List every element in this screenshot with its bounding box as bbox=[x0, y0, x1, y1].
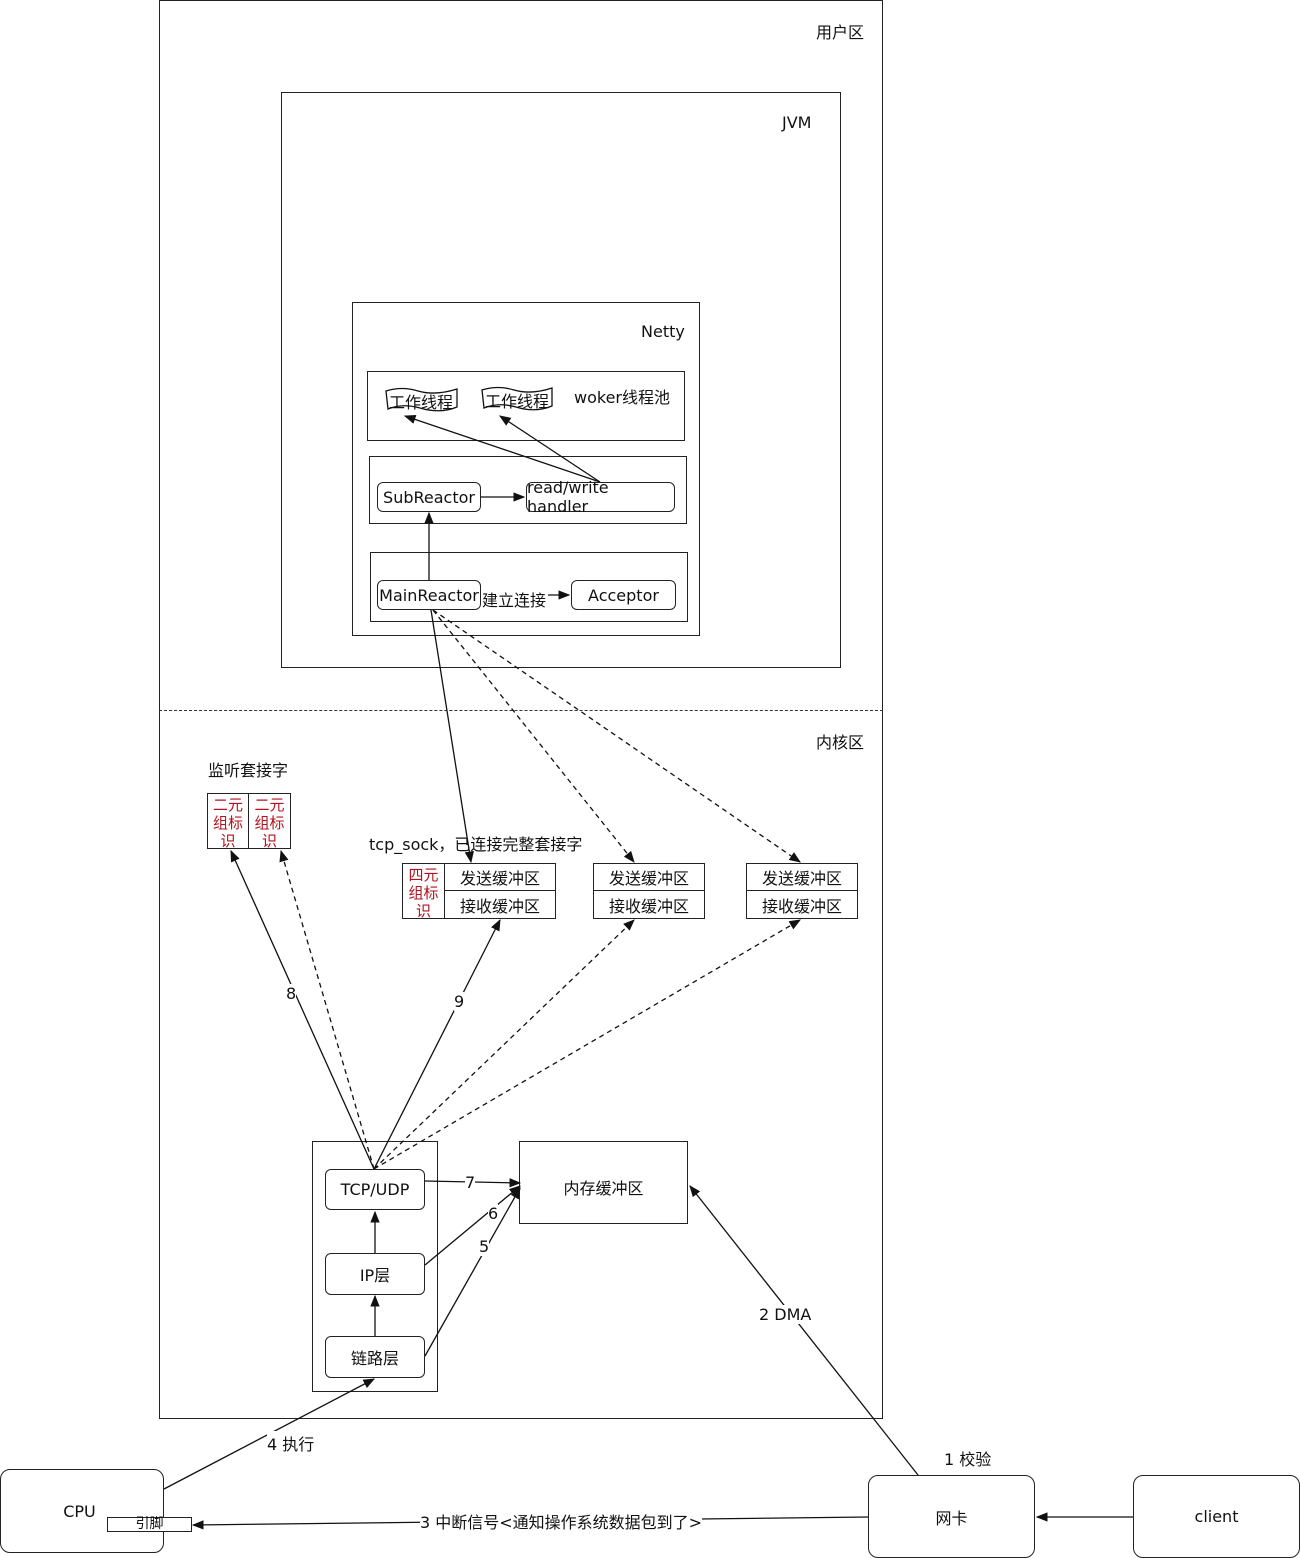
kernel-zone-label: 内核区 bbox=[816, 733, 865, 752]
edge-label-2: 2 DMA bbox=[759, 1305, 812, 1324]
main-reactor-box: MainReactor bbox=[377, 580, 481, 610]
main-reactor-edge-label: 建立连接 bbox=[482, 591, 547, 610]
netty-label: Netty bbox=[641, 322, 685, 341]
tcp-sock-send-buffer: 发送缓冲区 bbox=[444, 863, 556, 891]
user-kernel-divider bbox=[159, 710, 883, 711]
mainreactor-to-tcp-sock bbox=[430, 609, 474, 864]
cpu-label: CPU bbox=[63, 1502, 96, 1521]
user-kernel-frame bbox=[159, 0, 883, 1419]
conn3-send-buffer: 发送缓冲区 bbox=[746, 863, 858, 891]
listen-socket-id-2: 二元组标识 bbox=[248, 793, 291, 850]
edge-5 bbox=[424, 1186, 521, 1357]
handler-to-thread1 bbox=[403, 414, 601, 483]
edge-label-7: 7 bbox=[465, 1173, 476, 1192]
acceptor-box: Acceptor bbox=[571, 580, 676, 610]
sub-reactor-group bbox=[369, 456, 687, 524]
user-zone-label: 用户区 bbox=[816, 23, 865, 42]
cpu-box: CPU bbox=[0, 1469, 164, 1553]
edge-label-1: 1 校验 bbox=[944, 1446, 992, 1470]
mainreactor-to-buffers3 bbox=[432, 609, 801, 863]
read-write-handler-box: read/write handler bbox=[526, 478, 675, 516]
worker-thread-2: 工作线程 bbox=[485, 392, 550, 411]
edge-9 bbox=[373, 918, 501, 1170]
conn2-recv-buffer: 接收缓冲区 bbox=[593, 890, 705, 919]
jvm-frame bbox=[281, 92, 841, 668]
edge-label-8: 8 bbox=[286, 984, 297, 1003]
jvm-label: JVM bbox=[782, 113, 812, 132]
worker-thread-1: 工作线程 bbox=[389, 393, 454, 412]
edge-label-3: 3 中断信号<通知操作系统数据包到了> bbox=[420, 1509, 703, 1533]
netty-frame bbox=[352, 302, 700, 636]
worker-pool-label: woker线程池 bbox=[574, 388, 670, 407]
worker-thread-2-shape bbox=[481, 386, 553, 411]
tcp-udp-box: TCP/UDP bbox=[325, 1169, 425, 1210]
tcp-to-buffers2 bbox=[373, 919, 635, 1170]
listen-socket-title: 监听套接字 bbox=[208, 761, 289, 780]
edge-8-dashed bbox=[279, 849, 375, 1170]
memory-buffer-label: 内存缓冲区 bbox=[563, 1179, 644, 1198]
link-layer-box: 链路层 bbox=[325, 1336, 425, 1378]
worker-pool-group bbox=[367, 371, 685, 441]
tcp-to-buffers3 bbox=[373, 919, 802, 1170]
tcp-sock-recv-buffer: 接收缓冲区 bbox=[444, 890, 556, 919]
edge-label-5: 5 bbox=[479, 1237, 490, 1256]
worker-thread-1-shape bbox=[385, 387, 458, 412]
edge-label-9: 9 bbox=[454, 992, 465, 1011]
tcp-sock-title: tcp_sock，已连接完整套接字 bbox=[369, 835, 583, 854]
main-reactor-group bbox=[370, 552, 688, 622]
cpu-pin: 引脚 bbox=[107, 1517, 192, 1532]
ip-layer-box: IP层 bbox=[325, 1253, 425, 1295]
conn3-recv-buffer: 接收缓冲区 bbox=[746, 890, 858, 919]
edge-label-6: 6 bbox=[488, 1204, 499, 1223]
sub-reactor-box: SubReactor bbox=[377, 482, 481, 512]
edge-2 bbox=[689, 1185, 919, 1476]
client-box: client bbox=[1133, 1475, 1300, 1558]
edge-6 bbox=[424, 1185, 521, 1266]
tcp-sock-id: 四元组标识 bbox=[402, 863, 445, 920]
protocol-stack-frame bbox=[312, 1141, 438, 1392]
edge-8 bbox=[230, 849, 375, 1170]
handler-to-thread2 bbox=[499, 415, 601, 483]
edge-label-4: 4 执行 bbox=[267, 1431, 315, 1455]
mainreactor-to-buffers2 bbox=[432, 609, 635, 863]
